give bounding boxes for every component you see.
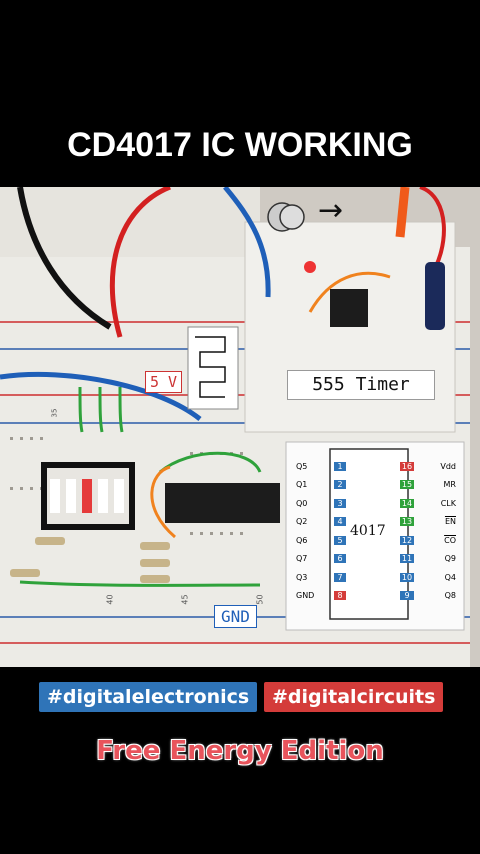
pin-number: 5 [334,535,346,545]
arrow-icon: → [318,193,344,228]
pin-row: Q3 7 [296,568,346,587]
pin-label: Q0 [296,498,308,508]
pin-row: Q0 3 [296,494,346,513]
pin-label: CLK [440,498,456,508]
ne555-chip [330,289,368,327]
pin-number: 1 [334,461,346,471]
breadboard-number: 35 [50,408,59,418]
breadboard-number: 50 [255,594,265,605]
hashtag-digitalcircuits: #digitalcircuits [264,682,444,712]
pin-row: Q7 6 [296,550,346,569]
pin-label: Q9 [444,554,456,564]
video-title: CD4017 IC WORKING [67,126,413,164]
pin-number: 9 [400,591,414,601]
pin-number: 13 [400,517,414,527]
pin-row: 13 EN [400,513,456,532]
pin-label: MR [443,480,456,490]
pin-number: 2 [334,480,346,490]
pin-row: 12 CO [400,531,456,550]
pin-label: Q5 [296,461,308,471]
pin-label: EN [444,517,456,527]
pin-row: 14 CLK [400,494,456,513]
breadboard-number: 40 [105,594,115,605]
pin-label: Q7 [296,554,308,564]
pin-number: 6 [334,554,346,564]
edition-label: Free Energy Edition [96,736,384,766]
breadboard-photo: → 5 V 555 Timer GND 4017 Q5 1 Q1 2 Q0 3 Q2 4… [0,187,480,667]
pin-row: Q2 4 [296,513,346,532]
hashtag-digitalelectronics: #digitalelectronics [39,682,258,712]
pinout-right: 16 Vdd 15 MR 14 CLK 13 EN 12 CO 11 Q9 10 Q4 9 Q8 [400,457,456,605]
pin-label: Q1 [296,480,308,490]
ground-label: GND [214,605,257,628]
pinout-left: Q5 1 Q1 2 Q0 3 Q2 4 Q6 5 Q7 6 Q3 7 GND 8 [296,457,346,605]
pin-row: 15 MR [400,476,456,495]
pin-number: 3 [334,498,346,508]
pin-row: 9 Q8 [400,587,456,606]
pin-label: Q8 [444,591,456,601]
pin-label: GND [296,591,315,601]
pin-row: 10 Q4 [400,568,456,587]
pin-number: 7 [334,572,346,582]
pin-row: Q5 1 [296,457,346,476]
pin-label: CO [444,535,456,545]
pin-number: 15 [400,480,414,490]
pin-label: Q3 [296,572,308,582]
pin-label: Q4 [444,572,456,582]
pin-number: 10 [400,572,414,582]
capacitor [425,262,445,330]
cd4017-chip [165,483,280,523]
pin-label: Q2 [296,517,308,527]
pin-row: Q1 2 [296,476,346,495]
pin-row: 16 Vdd [400,457,456,476]
pin-number: 16 [400,461,414,471]
timer-label: 555 Timer [287,370,435,400]
chip-name-label: 4017 [350,523,386,539]
pin-number: 12 [400,535,414,545]
red-led [304,261,316,273]
pin-number: 8 [334,591,346,601]
pin-number: 11 [400,554,414,564]
pin-label: Q6 [296,535,308,545]
pin-row: 11 Q9 [400,550,456,569]
breadboard-number: 45 [180,594,190,605]
pin-row: Q6 5 [296,531,346,550]
pin-label: Vdd [440,461,456,471]
voltage-label: 5 V [145,371,183,393]
pin-row: GND 8 [296,587,346,606]
pin-number: 14 [400,498,414,508]
pin-number: 4 [334,517,346,527]
